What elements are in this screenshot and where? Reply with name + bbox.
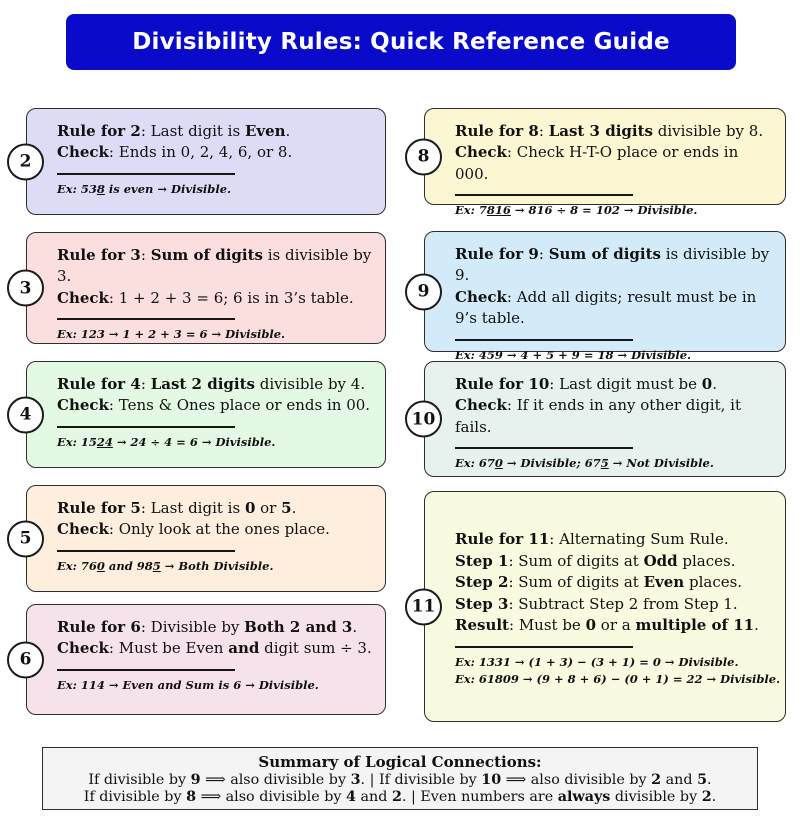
example-divider — [57, 668, 235, 671]
rule-card: 2 Rule for 2: Last digit is Even.Check: … — [7, 108, 386, 215]
example-divider — [455, 194, 633, 197]
example-line: Ex: 538 is even → Divisible. — [57, 181, 232, 196]
rule-body-text: Rule for 2: Last digit is Even.Check: En… — [57, 122, 293, 162]
rule-number-badge: 11 — [405, 588, 442, 625]
example-list: Ex: 670 → Divisible; 675 → Not Divisible… — [455, 456, 773, 470]
rule-card: 4 Rule for 4: Last 2 digits divisible by… — [7, 361, 386, 468]
example-list: Ex: 7816 → 816 ÷ 8 = 102 → Divisible. — [455, 203, 773, 217]
rule-body-text: Rule for 9: Sum of digits is divisible b… — [455, 245, 770, 328]
rule-number-badge: 10 — [405, 400, 442, 438]
rule-card: 6 Rule for 6: Divisible by Both 2 and 3.… — [7, 604, 386, 715]
rule-number-badge: 2 — [7, 143, 44, 180]
example-line: Ex: 1331 → (1 + 3) − (3 + 1) = 0 → Divis… — [455, 654, 739, 669]
summary-box: Summary of Logical Connections: If divis… — [42, 747, 758, 810]
rule-number-badge: 9 — [405, 273, 442, 310]
example-divider — [455, 447, 633, 450]
rule-number-badge: 6 — [7, 641, 44, 678]
page-title: Divisibility Rules: Quick Reference Guid… — [132, 29, 670, 55]
example-line: Ex: 123 → 1 + 2 + 3 = 6 → Divisible. — [57, 327, 286, 342]
example-list: Ex: 123 → 1 + 2 + 3 = 6 → Divisible. — [57, 327, 373, 341]
example-list: Ex: 459 → 4 + 5 + 9 = 18 → Divisible. — [455, 348, 773, 362]
example-divider — [57, 318, 235, 321]
example-line: Ex: 760 and 985 → Both Divisible. — [57, 558, 274, 573]
rule-body-text: Rule for 8: Last 3 digits divisible by 8… — [455, 122, 764, 183]
example-list: Ex: 538 is even → Divisible. — [57, 182, 373, 196]
rule-body-text: Rule for 3: Sum of digits is divisible b… — [57, 246, 372, 307]
rule-card: 11 Rule for 11: Alternating Sum Rule.Ste… — [405, 491, 786, 722]
example-line: Ex: 670 → Divisible; 675 → Not Divisible… — [455, 456, 714, 471]
example-line: Ex: 7816 → 816 ÷ 8 = 102 → Divisible. — [455, 203, 698, 218]
rule-card: 3 Rule for 3: Sum of digits is divisible… — [7, 232, 386, 344]
example-list: Ex: 114 → Even and Sum is 6 → Divisible. — [57, 678, 373, 692]
rule-body-text: Rule for 11: Alternating Sum Rule.Step 1… — [455, 530, 759, 635]
example-divider — [57, 425, 235, 428]
rule-number-badge: 3 — [7, 269, 44, 307]
rule-number-badge: 8 — [405, 138, 442, 175]
example-divider — [455, 645, 633, 648]
rule-card: 9 Rule for 9: Sum of digits is divisible… — [405, 231, 786, 362]
example-line: Ex: 61809 → (9 + 8 + 6) − (0 + 1) = 22 →… — [455, 671, 781, 686]
example-divider — [455, 338, 633, 341]
rule-card: 5 Rule for 5: Last digit is 0 or 5.Check… — [7, 485, 386, 592]
rule-body-text: Rule for 5: Last digit is 0 or 5.Check: … — [57, 499, 330, 539]
title-banner: Divisibility Rules: Quick Reference Guid… — [66, 14, 736, 70]
summary-line: If divisible by 8 ⟹ also divisible by 4 … — [83, 788, 717, 805]
rule-card: 8 Rule for 8: Last 3 digits divisible by… — [405, 108, 786, 217]
example-list: Ex: 1331 → (1 + 3) − (3 + 1) = 0 → Divis… — [455, 654, 781, 686]
rule-body-text: Rule for 10: Last digit must be 0.Check:… — [455, 375, 741, 436]
example-line: Ex: 459 → 4 + 5 + 9 = 18 → Divisible. — [455, 347, 692, 362]
rule-body-text: Rule for 4: Last 2 digits divisible by 4… — [57, 375, 371, 415]
example-list: Ex: 760 and 985 → Both Divisible. — [57, 559, 373, 573]
example-divider — [57, 549, 235, 552]
example-divider — [57, 172, 235, 175]
summary-line: If divisible by 9 ⟹ also divisible by 3.… — [88, 771, 712, 788]
rule-number-badge: 5 — [7, 520, 44, 557]
example-line: Ex: 1524 → 24 ÷ 4 = 6 → Divisible. — [57, 434, 276, 449]
rule-card: 10 Rule for 10: Last digit must be 0.Che… — [405, 361, 786, 477]
example-list: Ex: 1524 → 24 ÷ 4 = 6 → Divisible. — [57, 435, 373, 449]
rule-number-badge: 4 — [7, 396, 44, 433]
rule-body-text: Rule for 6: Divisible by Both 2 and 3.Ch… — [57, 618, 372, 658]
example-line: Ex: 114 → Even and Sum is 6 → Divisible. — [57, 677, 319, 692]
summary-title: Summary of Logical Connections: — [258, 752, 542, 771]
